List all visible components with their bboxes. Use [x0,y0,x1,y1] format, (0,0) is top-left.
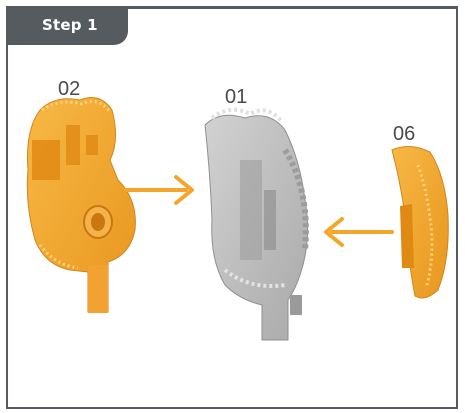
part-number-06: 06 [393,123,416,145]
arrow-left-icon [324,217,394,247]
step-tab: Step 1 [6,6,128,45]
part-number-02: 02 [58,78,81,100]
step-frame [6,6,458,409]
part-01-illustration [204,107,309,341]
step-label: Step 1 [42,16,98,34]
part-02-illustration [26,97,136,313]
part-number-01: 01 [225,86,248,108]
arrow-right-icon [124,175,194,205]
part-06-illustration [391,146,449,299]
